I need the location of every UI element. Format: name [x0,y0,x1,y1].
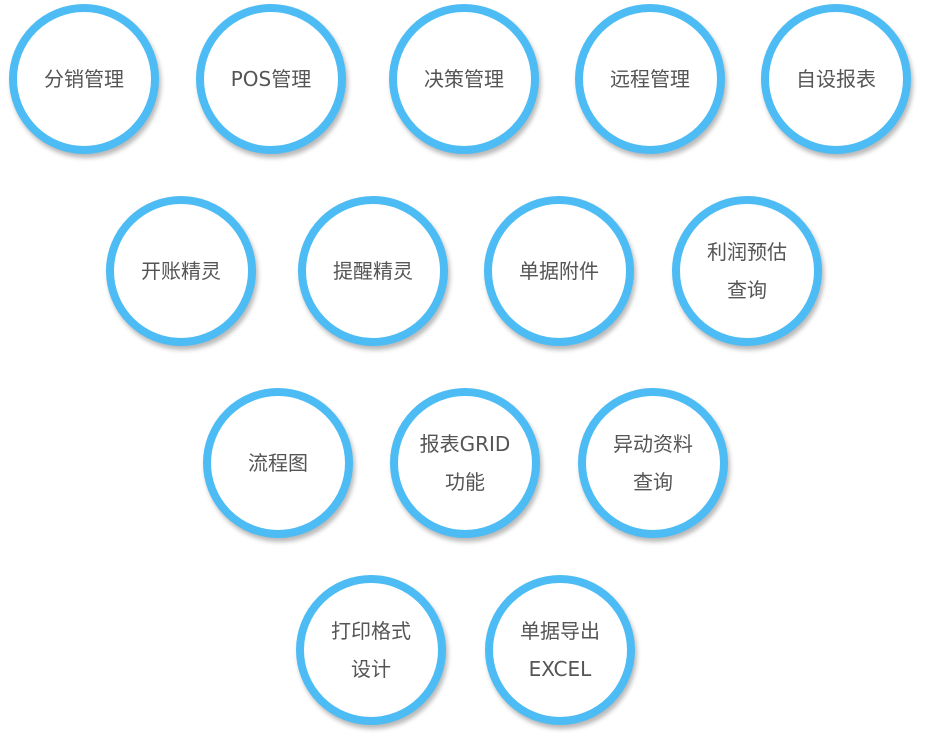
feature-label: 远程管理 [610,67,690,91]
feature-label: 开账精灵 [141,259,221,283]
feature-label-line-2: 查询 [633,470,673,494]
feature-baobiao-grid-gongneng[interactable]: 报表GRID 功能 [390,388,540,538]
feature-label-line-2: 设计 [351,657,391,681]
feature-label-line-1: 打印格式 [331,619,411,643]
feature-label-line-2: EXCEL [528,657,592,681]
feature-label-line-1: 单据导出 [520,619,600,643]
feature-label-line-2: 查询 [727,278,767,302]
feature-fenxiao-guanli[interactable]: 分销管理 [9,4,159,154]
feature-label-line-1: 报表GRID [419,432,511,456]
feature-zishe-baobiao[interactable]: 自设报表 [761,4,911,154]
feature-tixing-jingling[interactable]: 提醒精灵 [298,196,448,346]
feature-yuancheng-guanli[interactable]: 远程管理 [575,4,725,154]
feature-kaizhang-jingling[interactable]: 开账精灵 [106,196,256,346]
feature-label: 单据附件 [519,259,599,283]
feature-label: 分销管理 [44,67,124,91]
feature-lirun-yugu-chaxun[interactable]: 利润预估 查询 [672,196,822,346]
feature-yidong-ziliao-chaxun[interactable]: 异动资料 查询 [578,388,728,538]
feature-label: 自设报表 [796,67,876,91]
feature-danju-daochu-excel[interactable]: 单据导出 EXCEL [485,575,635,725]
feature-label: 流程图 [248,451,308,475]
feature-liuchengtu[interactable]: 流程图 [203,388,353,538]
feature-dayin-geshi-sheji[interactable]: 打印格式 设计 [296,575,446,725]
feature-label-line-1: 异动资料 [613,432,693,456]
feature-danju-fujian[interactable]: 单据附件 [484,196,634,346]
feature-label: 决策管理 [424,67,504,91]
feature-label: POS管理 [230,67,312,91]
feature-label-line-1: 利润预估 [707,240,787,264]
feature-juece-guanli[interactable]: 决策管理 [389,4,539,154]
feature-label-line-2: 功能 [445,470,485,494]
feature-label: 提醒精灵 [333,259,413,283]
feature-pos-guanli[interactable]: POS管理 [196,4,346,154]
